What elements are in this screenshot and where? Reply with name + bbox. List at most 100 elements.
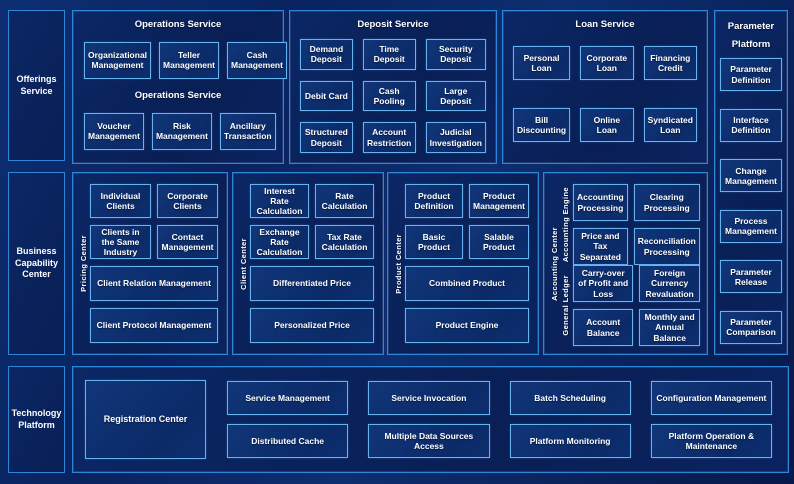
box-salable-product: Salable Product bbox=[469, 225, 529, 259]
rail-offerings-service: Offerings Service bbox=[8, 10, 65, 161]
box-interest-rate-calculation: Interest Rate Calculation bbox=[250, 184, 309, 218]
operations-service-mid-title: Operations Service bbox=[134, 90, 222, 102]
box-time-deposit: Time Deposit bbox=[362, 39, 416, 70]
deposit-service-title: Deposit Service bbox=[357, 19, 429, 30]
client-center-side-label: Client Center bbox=[238, 237, 248, 290]
box-distributed-cache: Distributed Cache bbox=[227, 424, 349, 458]
box-product-management: Product Management bbox=[469, 184, 529, 218]
pricing-center-side-label: Pricing Center bbox=[78, 235, 88, 292]
box-monthly-and-annual-balance: Monthly and Annual Balance bbox=[639, 309, 700, 346]
accounting-center-panel: Accounting Center Accounting Engine Acco… bbox=[543, 172, 708, 355]
box-exchange-rate-calculation: Exchange Rate Calculation bbox=[250, 225, 309, 259]
accounting-engine-side-label: Accounting Engine bbox=[561, 186, 570, 263]
box-clearing-processing: Clearing Processing bbox=[633, 184, 700, 221]
box-syndicated-loan: Syndicated Loan bbox=[643, 108, 697, 142]
box-debit-card: Debit Card bbox=[300, 80, 353, 112]
box-price-and-tax-separated: Price and Tax Separated bbox=[573, 228, 628, 265]
box-corporate-loan: Corporate Loan bbox=[580, 46, 634, 80]
box-parameter-release: Parameter Release bbox=[720, 260, 782, 294]
box-rate-calculation: Rate Calculation bbox=[315, 184, 374, 218]
box-differentiated-price: Differentiated Price bbox=[250, 266, 374, 301]
box-client-relation-management: Client Relation Management bbox=[90, 266, 218, 301]
box-combined-product: Combined Product bbox=[405, 266, 529, 301]
box-personal-loan: Personal Loan bbox=[513, 46, 571, 80]
box-change-management: Change Management bbox=[720, 159, 782, 193]
operations-row-2: Voucher Management Risk Management Ancil… bbox=[84, 112, 276, 150]
client-center-content: Interest Rate Calculation Rate Calculati… bbox=[250, 184, 374, 343]
box-product-definition: Product Definition bbox=[405, 184, 464, 218]
operations-service-title: Operations Service bbox=[134, 19, 222, 30]
box-interface-definition: Interface Definition bbox=[720, 108, 782, 142]
box-contact-management: Contact Management bbox=[157, 225, 218, 259]
pricing-center-strip: Pricing Center bbox=[76, 184, 90, 343]
deposit-grid: Demand Deposit Time Deposit Security Dep… bbox=[300, 39, 486, 153]
box-batch-scheduling: Batch Scheduling bbox=[509, 381, 631, 415]
box-service-management: Service Management bbox=[227, 381, 349, 415]
accounting-center-side-label: Accounting Center bbox=[549, 226, 559, 301]
box-judicial-investigation: Judicial Investigation bbox=[425, 122, 486, 153]
technology-platform-panel: Registration Center Service Management S… bbox=[72, 366, 789, 473]
box-bill-discounting: Bill Discounting bbox=[513, 108, 571, 142]
box-voucher-management: Voucher Management bbox=[84, 112, 144, 150]
box-process-management: Process Management bbox=[720, 209, 782, 243]
parameter-platform-panel: Parameter Platform Parameter Definition … bbox=[714, 10, 788, 355]
box-configuration-management: Configuration Management bbox=[650, 381, 772, 415]
accounting-engine-group: Accounting Engine Accounting Processing … bbox=[561, 184, 700, 265]
technology-platform-grid: Service Management Service Invocation Ba… bbox=[227, 381, 772, 458]
parameter-platform-title: Parameter Platform bbox=[727, 21, 775, 51]
box-financing-credit: Financing Credit bbox=[643, 46, 697, 80]
box-clients-in-the-same-industry: Clients in the Same Industry bbox=[90, 225, 151, 259]
product-center-content: Product Definition Product Management Ba… bbox=[405, 184, 529, 343]
client-center-strip: Client Center bbox=[236, 184, 250, 343]
box-demand-deposit: Demand Deposit bbox=[300, 39, 353, 70]
box-service-invocation: Service Invocation bbox=[368, 381, 490, 415]
box-corporate-clients: Corporate Clients bbox=[157, 184, 218, 218]
box-multiple-data-sources-access: Multiple Data Sources Access bbox=[368, 424, 490, 458]
box-platform-monitoring: Platform Monitoring bbox=[509, 424, 631, 458]
box-teller-management: Teller Management bbox=[159, 41, 219, 79]
box-account-restriction: Account Restriction bbox=[362, 122, 416, 153]
pricing-center-grid: Individual Clients Corporate Clients Cli… bbox=[90, 184, 218, 259]
general-ledger-side-label: General Ledger bbox=[561, 275, 570, 336]
box-platform-operation-maintenance: Platform Operation & Maintenance bbox=[650, 424, 772, 458]
box-tax-rate-calculation: Tax Rate Calculation bbox=[315, 225, 374, 259]
client-center-panel: Client Center Interest Rate Calculation … bbox=[232, 172, 384, 355]
loan-service-title: Loan Service bbox=[575, 19, 635, 30]
box-online-loan: Online Loan bbox=[580, 108, 634, 142]
box-client-protocol-management: Client Protocol Management bbox=[90, 308, 218, 343]
product-center-strip: Product Center bbox=[391, 184, 405, 343]
box-reconciliation-processing: Reconciliation Processing bbox=[633, 228, 700, 265]
product-center-grid: Product Definition Product Management Ba… bbox=[405, 184, 529, 259]
box-cash-management: Cash Management bbox=[227, 41, 287, 79]
box-account-balance: Account Balance bbox=[573, 309, 634, 346]
operations-service-panel: Operations Service Organizational Manage… bbox=[72, 10, 287, 164]
rail-technology-platform: Technology Platform bbox=[8, 366, 65, 473]
general-ledger-group: General Ledger Carry-over of Profit and … bbox=[561, 265, 700, 346]
product-center-side-label: Product Center bbox=[393, 233, 403, 294]
operations-row-1: Organizational Management Teller Managem… bbox=[84, 41, 287, 79]
box-foreign-currency-revaluation: Foreign Currency Revaluation bbox=[639, 265, 700, 302]
box-parameter-definition: Parameter Definition bbox=[720, 58, 782, 92]
box-personalized-price: Personalized Price bbox=[250, 308, 374, 343]
box-risk-management: Risk Management bbox=[151, 112, 212, 150]
box-cash-pooling: Cash Pooling bbox=[362, 80, 416, 112]
box-structured-deposit: Structured Deposit bbox=[300, 122, 353, 153]
pricing-center-content: Individual Clients Corporate Clients Cli… bbox=[90, 184, 218, 343]
box-large-deposit: Large Deposit bbox=[425, 80, 486, 112]
box-carry-over-of-profit-and-loss: Carry-over of Profit and Loss bbox=[573, 265, 634, 302]
deposit-service-panel: Deposit Service Demand Deposit Time Depo… bbox=[289, 10, 497, 164]
box-parameter-comparison: Parameter Comparison bbox=[720, 310, 782, 344]
client-center-grid: Interest Rate Calculation Rate Calculati… bbox=[250, 184, 374, 259]
box-ancillary-transaction: Ancillary Transaction bbox=[219, 112, 276, 150]
box-registration-center: Registration Center bbox=[85, 380, 206, 459]
accounting-engine-grid: Accounting Processing Clearing Processin… bbox=[573, 184, 700, 265]
accounting-center-strip: Accounting Center bbox=[547, 184, 561, 343]
rail-business-capability-center: Business Capability Center bbox=[8, 172, 65, 355]
loan-service-panel: Loan Service Personal Loan Corporate Loa… bbox=[502, 10, 708, 164]
box-product-engine: Product Engine bbox=[405, 308, 529, 343]
loan-grid: Personal Loan Corporate Loan Financing C… bbox=[513, 46, 697, 142]
box-basic-product: Basic Product bbox=[405, 225, 464, 259]
general-ledger-grid: Carry-over of Profit and Loss Foreign Cu… bbox=[573, 265, 700, 346]
pricing-center-panel: Pricing Center Individual Clients Corpor… bbox=[72, 172, 228, 355]
box-individual-clients: Individual Clients bbox=[90, 184, 151, 218]
